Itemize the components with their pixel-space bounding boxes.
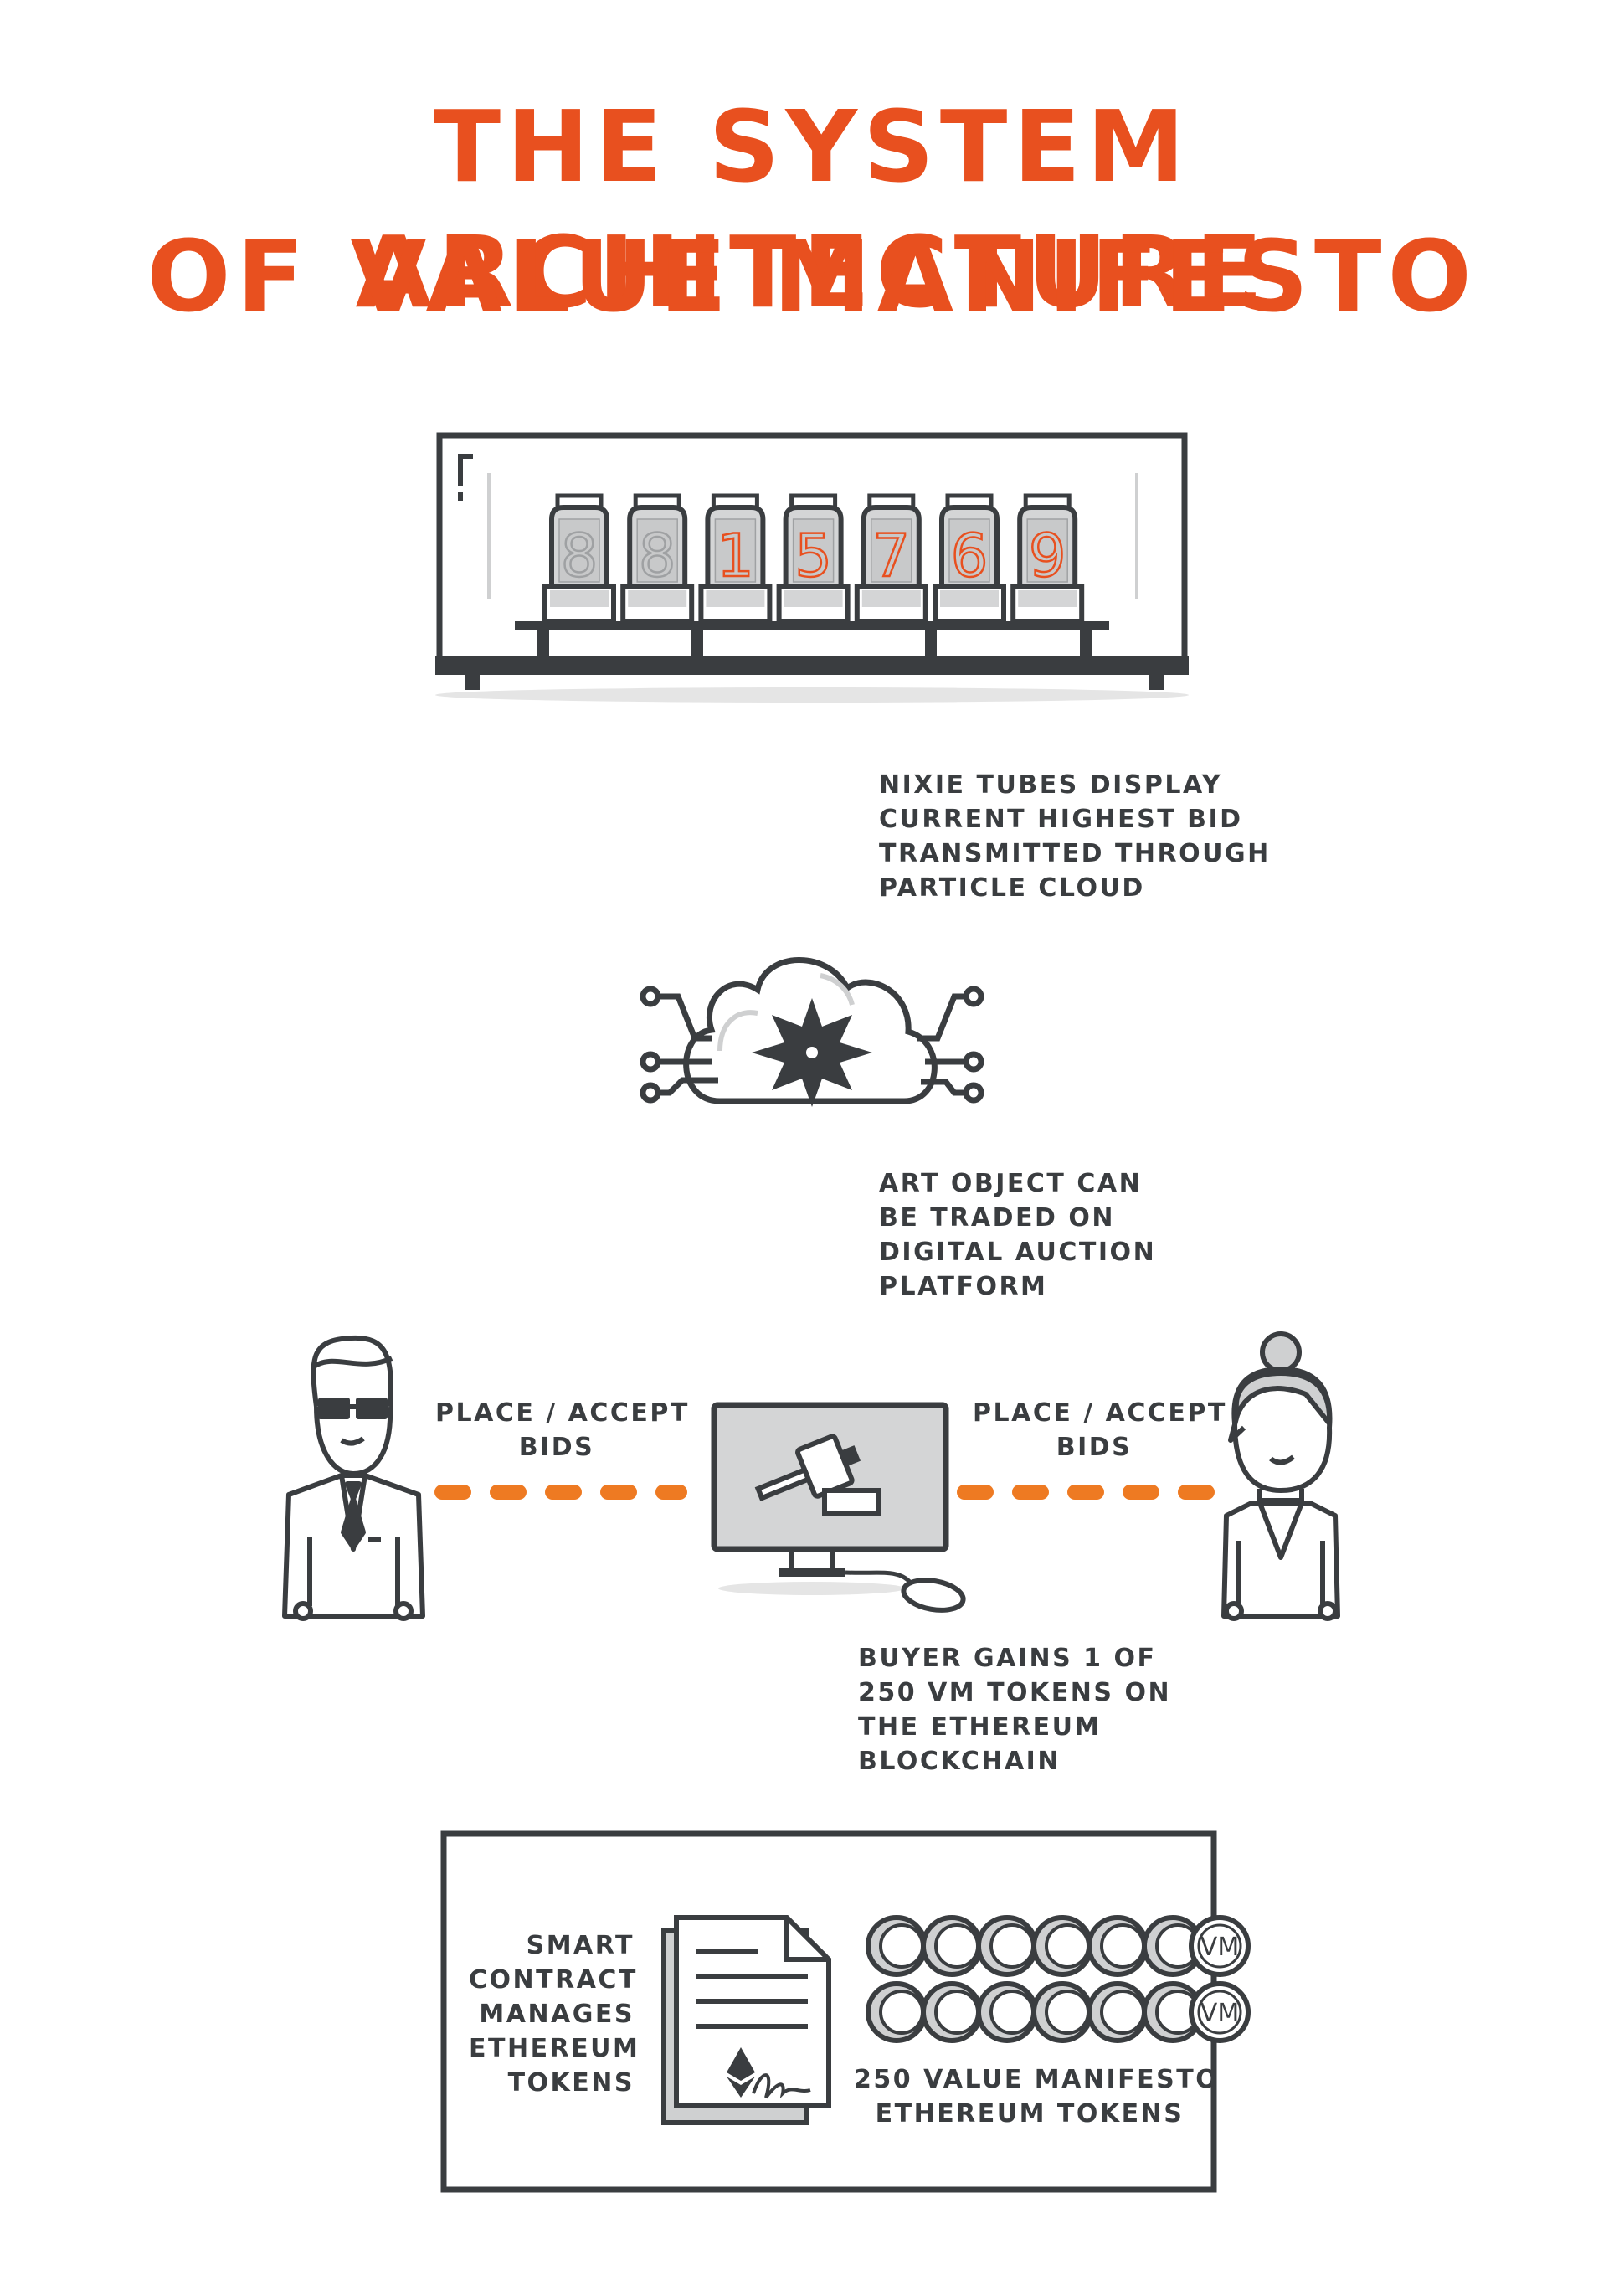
tokens-note-line-2: ETHEREUM TOKENS (875, 2099, 1185, 2129)
nixie-tube: 7 (854, 493, 928, 624)
vm-coin-icon: VM (1189, 1981, 1251, 2043)
vm-coin-label: VM (1200, 1999, 1239, 2028)
page-title-line1: THE SYSTEM ARCHITECTURE (355, 89, 1269, 330)
bids-left-line-1: PLACE / ACCEPT (435, 1398, 690, 1428)
tokens-note: 250 VALUE MANIFESTO ETHEREUM TOKENS (854, 2062, 1220, 2131)
nixie-note: NIXIE TUBES DISPLAY CURRENT HIGHEST BID … (879, 768, 1271, 905)
buyer-note: BUYER GAINS 1 OF 250 VM TOKENS ON THE ET… (858, 1641, 1171, 1779)
coin-icon (1031, 1981, 1093, 2043)
coin-row: VM (866, 1915, 1251, 1977)
page-title-line2: OF VALUE MANIFESTO (146, 219, 1478, 334)
nixie-note-line-1: NIXIE TUBES DISPLAY (879, 770, 1223, 800)
auction-note-line-3: DIGITAL AUCTION (879, 1238, 1157, 1267)
tokens-note-line-1: 250 VALUE MANIFESTO (854, 2065, 1220, 2094)
nixie-digit: 1 (717, 522, 754, 590)
nixie-digit: 6 (951, 522, 989, 590)
nixie-note-line-2: CURRENT HIGHEST BID (879, 805, 1243, 834)
coin-icon (866, 1915, 928, 1977)
auction-note-line-1: ART OBJECT CAN (879, 1169, 1143, 1198)
coin-icon (1087, 1981, 1149, 2043)
particle-star-icon (752, 998, 872, 1107)
contract-document-icon (661, 1915, 831, 2125)
buyer-note-line-1: BUYER GAINS 1 OF (858, 1644, 1157, 1673)
coin-icon (976, 1915, 1038, 1977)
nixie-digit: 7 (873, 522, 911, 590)
auction-note-line-2: BE TRADED ON (879, 1203, 1115, 1233)
bids-left-note: PLACE / ACCEPT BIDS (435, 1396, 690, 1465)
nixie-tube: 8 (620, 493, 695, 624)
nixie-digit: 5 (794, 522, 832, 590)
vm-coin-icon: VM (1189, 1915, 1251, 1977)
nixie-tube: 1 (698, 493, 773, 624)
buyer-note-line-2: 250 VM TOKENS ON (858, 1678, 1172, 1707)
coin-row: VM (866, 1981, 1251, 2043)
auction-note-line-4: PLATFORM (879, 1272, 1048, 1301)
nixie-tube: 8 (542, 493, 616, 624)
contract-note-line-1: SMART (526, 1931, 635, 1960)
contract-note-line-5: TOKENS (507, 2068, 635, 2098)
buyer-note-line-3: THE ETHEREUM (858, 1712, 1102, 1742)
bids-right-line-2: BIDS (1056, 1433, 1133, 1462)
coin-icon (921, 1915, 983, 1977)
vm-token-coins: VM VM (866, 1915, 1251, 2043)
nixie-tube: 9 (1010, 493, 1085, 624)
contract-note-line-4: ETHEREUM (469, 2034, 640, 2063)
nixie-digit: 9 (1029, 522, 1066, 590)
coin-icon (921, 1981, 983, 2043)
coin-icon (1031, 1915, 1093, 1977)
buyer-man-icon (282, 1335, 425, 1621)
bids-left-line-2: BIDS (518, 1433, 595, 1462)
nixie-note-line-3: TRANSMITTED THROUGH (879, 839, 1271, 868)
contract-note: SMART CONTRACT MANAGES ETHEREUM TOKENS (469, 1928, 640, 2100)
coin-icon (976, 1981, 1038, 2043)
nixie-tube: 6 (933, 493, 1006, 624)
nixie-digit: 8 (561, 522, 599, 590)
contract-note-line-3: MANAGES (479, 2000, 635, 2029)
coin-icon (866, 1981, 928, 2043)
vm-coin-label: VM (1200, 1933, 1239, 1962)
nixie-digit: 8 (639, 522, 676, 590)
coin-icon (1087, 1915, 1149, 1977)
auction-note: ART OBJECT CAN BE TRADED ON DIGITAL AUCT… (879, 1166, 1156, 1304)
bids-right-line-1: PLACE / ACCEPT (973, 1398, 1227, 1428)
contract-note-line-2: CONTRACT (469, 1965, 638, 1995)
seller-woman-icon (1221, 1331, 1340, 1621)
buyer-note-line-4: BLOCKCHAIN (858, 1747, 1061, 1776)
gavel-icon (754, 1434, 881, 1516)
bids-right-note: PLACE / ACCEPT BIDS (973, 1396, 1227, 1465)
nixie-note-line-4: PARTICLE CLOUD (879, 873, 1145, 903)
nixie-tube: 5 (776, 493, 851, 624)
